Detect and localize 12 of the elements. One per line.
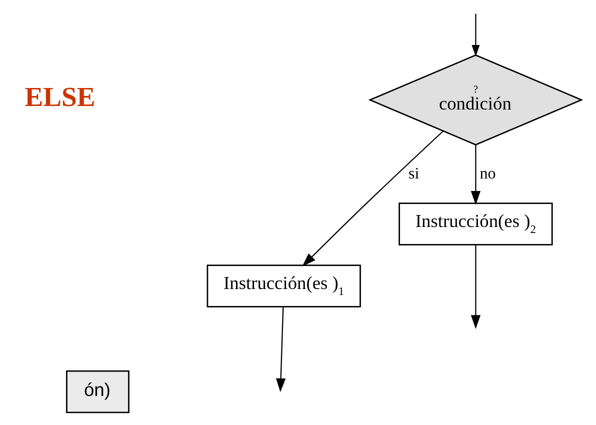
label: ELSE: [24, 80, 95, 112]
node-box: ón): [66, 370, 129, 414]
node-diamond: ? condición: [368, 54, 583, 146]
edge-label: si: [408, 165, 419, 182]
arrow: [470, 244, 480, 329]
node-box: Instrucción(es )$_{2}$: [398, 202, 552, 246]
edge-label: no: [479, 165, 496, 182]
node-box: Instrucción(es )$_{1}$: [206, 264, 360, 308]
arrow: [470, 145, 480, 205]
arrow: [275, 307, 286, 392]
arrow: [471, 14, 480, 57]
arrow: [302, 130, 443, 267]
